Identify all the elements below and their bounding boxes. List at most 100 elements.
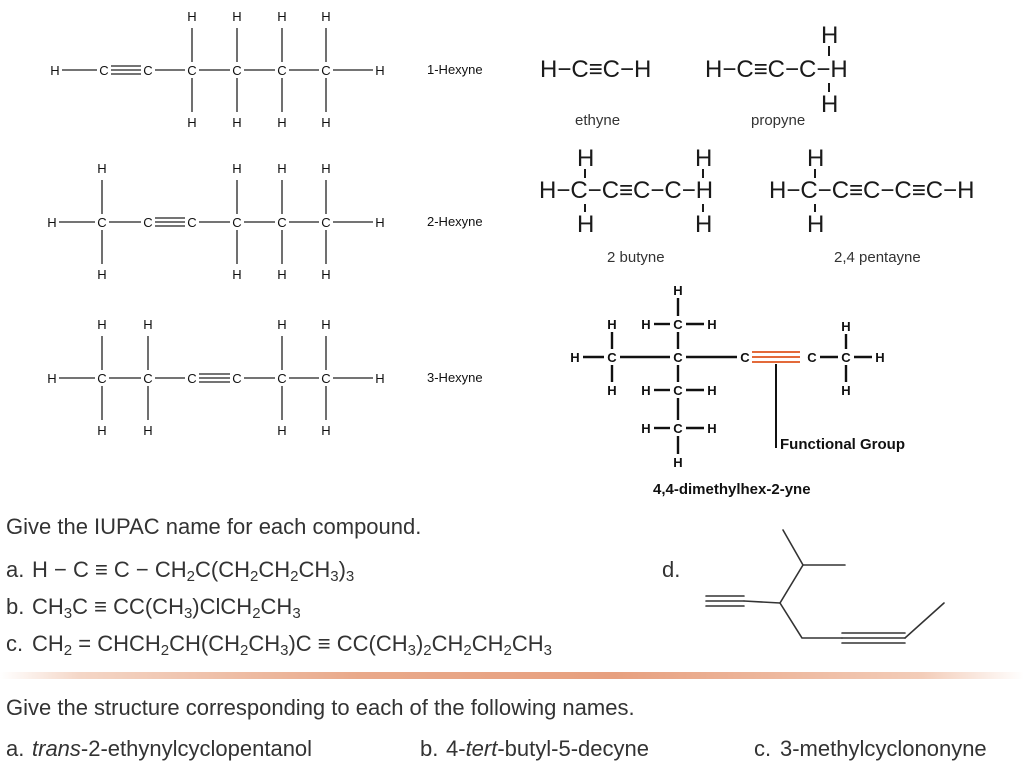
q2-item-b-rest: -butyl-5-decyne bbox=[497, 736, 649, 761]
hexyne-name-2: 2-Hexyne bbox=[427, 214, 483, 229]
example-atom-h11: H bbox=[707, 383, 716, 398]
hexyne-1-atom-c5: C bbox=[277, 63, 286, 78]
example-atom-c17: C bbox=[807, 350, 817, 365]
q2-item-b-label: b. bbox=[420, 736, 439, 761]
hexyne-2-top-h6: H bbox=[321, 161, 330, 176]
hexyne-3-bottom-h1: H bbox=[97, 423, 106, 438]
skeletal-structure-d bbox=[705, 529, 945, 644]
propyne-name: propyne bbox=[751, 112, 805, 129]
section-divider bbox=[0, 672, 1024, 679]
q2-item-b-prefix: tert bbox=[465, 736, 498, 761]
q2-item-c: c.3-methylcyclononyne bbox=[754, 736, 987, 762]
hexyne-3-atom-c5: C bbox=[277, 371, 286, 386]
example-atom-h2: H bbox=[607, 317, 616, 332]
example-atom-h0: H bbox=[570, 350, 579, 365]
q1-item-b: b. CH3C ≡ CC(CH3)ClCH2CH3 bbox=[6, 594, 301, 622]
hexyne-1-atom-c1: C bbox=[99, 63, 108, 78]
hexyne-2-bottom-h4: H bbox=[232, 267, 241, 282]
hexyne-2-bottom-h5: H bbox=[277, 267, 286, 282]
propyne-top-h: H bbox=[821, 22, 838, 49]
example-atom-c4: C bbox=[673, 350, 683, 365]
pentayne-formula: H−C−C≡C−C≡C−H bbox=[769, 177, 974, 204]
hexyne-2-top-h1: H bbox=[97, 161, 106, 176]
q1-item-c-formula: CH2 = CHCH2CH(CH2CH3)C ≡ CC(CH3)2CH2CH2C… bbox=[32, 631, 552, 659]
example-atom-h6: H bbox=[673, 283, 682, 298]
hexyne-1-top-h3: H bbox=[187, 9, 196, 24]
hexyne-2-atom-h7: H bbox=[375, 215, 384, 230]
q2-item-b: b. 4-tert-butyl-5-decyne bbox=[420, 736, 649, 762]
hexyne-2-atom-c4: C bbox=[232, 215, 241, 230]
butyne-bottom-h2: H bbox=[695, 211, 712, 238]
q2-item-a: a.trans-2-ethynylcyclopentanol bbox=[6, 736, 312, 762]
example-atom-h20: H bbox=[841, 383, 850, 398]
q1-item-a-label: a. bbox=[6, 557, 25, 582]
q1-item-d-label: d. bbox=[662, 557, 681, 582]
q1-item-b-formula: CH3C ≡ CC(CH3)ClCH2CH3 bbox=[32, 594, 301, 622]
hexyne-1-atom-h7: H bbox=[375, 63, 384, 78]
functional-group-triple-bond bbox=[752, 351, 800, 363]
q2-item-c-label: c. bbox=[754, 736, 772, 761]
example-atom-h21: H bbox=[875, 350, 884, 365]
hexyne-3-atom-c1: C bbox=[97, 371, 106, 386]
example-atom-h7: H bbox=[641, 317, 650, 332]
hexyne-1-top-h5: H bbox=[277, 9, 286, 24]
example-atom-h3: H bbox=[607, 383, 616, 398]
q2-heading: Give the structure corresponding to each… bbox=[6, 695, 635, 720]
example-atom-c12: C bbox=[673, 421, 683, 436]
hexyne-2-atom-c3: C bbox=[187, 215, 196, 230]
hexyne-1-bottom-h6: H bbox=[321, 115, 330, 130]
butyne-formula: H−C−C≡C−C−H bbox=[539, 177, 713, 204]
hexyne-3-top-h2: H bbox=[143, 317, 152, 332]
example-atom-h13: H bbox=[641, 421, 650, 436]
hexyne-2-atom-c2: C bbox=[143, 215, 152, 230]
hexyne-3-top-h6: H bbox=[321, 317, 330, 332]
hexyne-3-top-h5: H bbox=[277, 317, 286, 332]
hexyne-2-atom-h0: H bbox=[47, 215, 56, 230]
hexyne-2-atom-c5: C bbox=[277, 215, 286, 230]
example-name: 4,4-dimethylhex-2-yne bbox=[653, 481, 811, 498]
q1-heading: Give the IUPAC name for each compound. bbox=[6, 514, 422, 539]
hexyne-structures: H C C C C C C H H H H H H H H H H C C C C C C H H H H H H H H H H C C C C C C H… bbox=[47, 9, 483, 438]
butyne-top-h1: H bbox=[577, 145, 594, 172]
propyne-bottom-h: H bbox=[821, 91, 838, 118]
hexyne-3-bottom-h2: H bbox=[143, 423, 152, 438]
q1-item-c: c.CH2 = CHCH2CH(CH2CH3)C ≡ CC(CH3)2CH2CH… bbox=[6, 631, 552, 659]
hexyne-3-atom-c6: C bbox=[321, 371, 330, 386]
example-atom-c16: C bbox=[740, 350, 750, 365]
hexyne-3-bottom-h6: H bbox=[321, 423, 330, 438]
hexyne-3-bottom-h5: H bbox=[277, 423, 286, 438]
functional-group-label: Functional Group bbox=[780, 436, 905, 453]
hexyne-name-3: 3-Hexyne bbox=[427, 370, 483, 385]
q2-item-b-pre: 4- bbox=[446, 736, 466, 761]
example-atom-h14: H bbox=[707, 421, 716, 436]
q2-item-a-rest: -2-ethynylcyclopentanol bbox=[80, 736, 313, 761]
hexyne-1-top-h6: H bbox=[321, 9, 330, 24]
hexyne-2-atom-c1: C bbox=[97, 215, 106, 230]
hexyne-2-atom-c6: C bbox=[321, 215, 330, 230]
hexyne-1-bottom-h5: H bbox=[277, 115, 286, 130]
hexyne-3-atom-c2: C bbox=[143, 371, 152, 386]
example-atom-h10: H bbox=[641, 383, 650, 398]
hexyne-3-atom-h0: H bbox=[47, 371, 56, 386]
hexyne-1-atom-c3: C bbox=[187, 63, 196, 78]
propyne-formula: H−C≡C−C−H bbox=[705, 56, 848, 83]
hexyne-name-1: 1-Hexyne bbox=[427, 62, 483, 77]
hexyne-1-atom-c2: C bbox=[143, 63, 152, 78]
hexyne-1-bottom-h3: H bbox=[187, 115, 196, 130]
hexyne-3-atom-c3: C bbox=[187, 371, 196, 386]
hexyne-3-atom-c4: C bbox=[232, 371, 241, 386]
example-atom-h8: H bbox=[707, 317, 716, 332]
pentayne-bottom-h: H bbox=[807, 211, 824, 238]
q1-item-b-label: b. bbox=[6, 594, 25, 619]
example-atom-c18: C bbox=[841, 350, 851, 365]
hexyne-1-top-h4: H bbox=[232, 9, 241, 24]
butyne-bottom-h1: H bbox=[577, 211, 594, 238]
q2-item-a-prefix: trans bbox=[32, 736, 81, 761]
hexyne-1-atom-c4: C bbox=[232, 63, 241, 78]
hexyne-2-top-h4: H bbox=[232, 161, 241, 176]
hexyne-1-atom-c6: C bbox=[321, 63, 330, 78]
q1-item-a-formula: H − C ≡ C − CH2C(CH2CH2CH3)3 bbox=[32, 557, 355, 585]
hexyne-2-top-h5: H bbox=[277, 161, 286, 176]
butyne-name: 2 butyne bbox=[607, 249, 665, 266]
